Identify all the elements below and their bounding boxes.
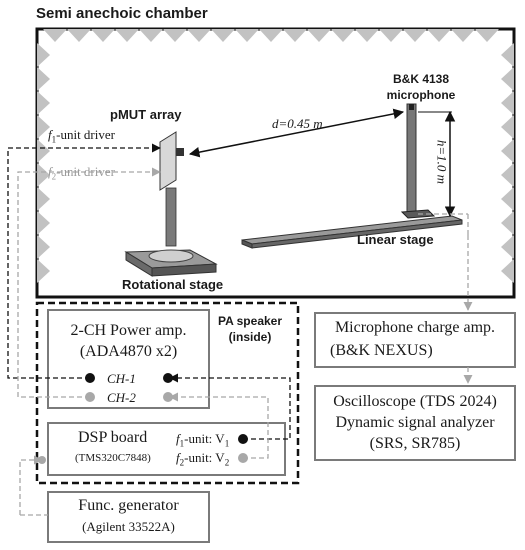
pa-speaker-inside-label: (inside) — [228, 330, 272, 344]
chamber-box — [35, 27, 516, 299]
absorber-wedge — [37, 91, 50, 115]
oscilloscope-label: Oscilloscope (TDS 2024) — [333, 393, 497, 410]
absorber-wedge — [355, 29, 379, 42]
absorber-wedge — [501, 115, 514, 139]
absorber-wedge — [307, 29, 331, 42]
absorber-wedge — [259, 29, 283, 42]
dsp-subtitle: (TMS320C7848) — [75, 452, 151, 464]
absorber-wedge — [37, 235, 50, 259]
rotational-stage-label: Rotational stage — [122, 277, 224, 292]
absorber-wedge — [91, 29, 115, 42]
absorber-wedge — [37, 163, 50, 187]
absorber-wedge — [451, 29, 475, 42]
absorber-wedge — [187, 29, 211, 42]
absorber-wedge — [37, 115, 50, 139]
dsp-out1-label: f1-unit: V1 — [176, 431, 230, 449]
dsp-title: DSP board — [78, 429, 148, 446]
absorber-wedge — [115, 29, 139, 42]
absorber-wedge — [163, 29, 187, 42]
absorber-wedge — [501, 43, 514, 67]
dsp-out2-port — [238, 453, 248, 463]
f2-driver-label: f2-unit driver — [48, 164, 115, 182]
absorber-wedge — [235, 29, 259, 42]
absorber-wedges — [37, 29, 514, 283]
dsp-in-port — [38, 456, 46, 464]
pmut-array-figure — [124, 131, 218, 277]
dsp-out2-label: f2-unit: V2 — [176, 450, 230, 468]
microphone-figure — [241, 103, 463, 249]
pa-speaker-box — [35, 301, 300, 485]
absorber-wedge — [501, 187, 514, 211]
absorber-wedge — [211, 29, 235, 42]
absorber-wedge — [501, 235, 514, 259]
absorber-wedge — [37, 187, 50, 211]
microphone-model-label: B&K 4138 — [392, 72, 450, 86]
power-amp-subtitle: (ADA4870 x2) — [79, 343, 178, 360]
ch2-in-port — [163, 392, 173, 402]
charge-amp-box — [314, 312, 516, 368]
ch2-out-port — [85, 392, 95, 402]
absorber-wedge — [475, 29, 499, 42]
oscilloscope-box — [314, 385, 516, 461]
chamber-title: Semi anechoic chamber — [36, 5, 208, 22]
height-label: h=1.0 m — [434, 139, 450, 185]
absorber-wedge — [37, 67, 50, 91]
ch1-out-port — [85, 373, 95, 383]
dsp-board-box — [47, 422, 286, 476]
absorber-wedge — [283, 29, 307, 42]
ch1-wiring — [7, 143, 291, 440]
signal-analyzer-model-label: (SRS, SR785) — [369, 435, 461, 452]
pmut-title: pMUT array — [110, 107, 182, 122]
absorber-wedge — [501, 67, 514, 91]
ch1-in-port — [163, 373, 173, 383]
absorber-wedge — [501, 163, 514, 187]
absorber-wedge — [403, 29, 427, 42]
func-gen-subtitle: (Agilent 33522A) — [82, 519, 175, 534]
charge-amp-title: Microphone charge amp. — [334, 319, 496, 336]
ch2-wiring — [17, 167, 473, 516]
distance-arrow — [188, 108, 405, 158]
f1-driver-label: f1-unit driver — [48, 127, 115, 145]
absorber-wedge — [501, 211, 514, 235]
absorber-wedge — [37, 211, 50, 235]
ch2-label: CH-2 — [107, 390, 136, 405]
pa-speaker-label: PA speaker — [217, 314, 283, 328]
power-amp-box — [47, 309, 210, 409]
absorber-wedge — [501, 259, 514, 283]
signal-analyzer-label: Dynamic signal analyzer — [335, 414, 495, 431]
absorber-wedge — [379, 29, 403, 42]
absorber-wedge — [37, 43, 50, 67]
absorber-wedge — [427, 29, 451, 42]
microphone-label: microphone — [386, 88, 456, 102]
distance-label: d=0.45 m — [272, 116, 323, 131]
func-gen-box — [47, 491, 210, 543]
func-gen-title: Func. generator — [78, 497, 179, 514]
charge-amp-subtitle: (B&K NEXUS) — [330, 342, 433, 359]
absorber-wedge — [501, 139, 514, 163]
absorber-wedge — [139, 29, 163, 42]
absorber-wedge — [37, 139, 50, 163]
power-amp-title: 2-CH Power amp. — [70, 322, 187, 339]
absorber-wedge — [37, 259, 50, 283]
dsp-out1-port — [238, 434, 248, 444]
absorber-wedge — [331, 29, 355, 42]
absorber-wedge — [43, 29, 67, 42]
ch1-label: CH-1 — [107, 371, 136, 386]
absorber-wedge — [501, 91, 514, 115]
linear-stage-label: Linear stage — [357, 232, 434, 247]
absorber-wedge — [67, 29, 91, 42]
